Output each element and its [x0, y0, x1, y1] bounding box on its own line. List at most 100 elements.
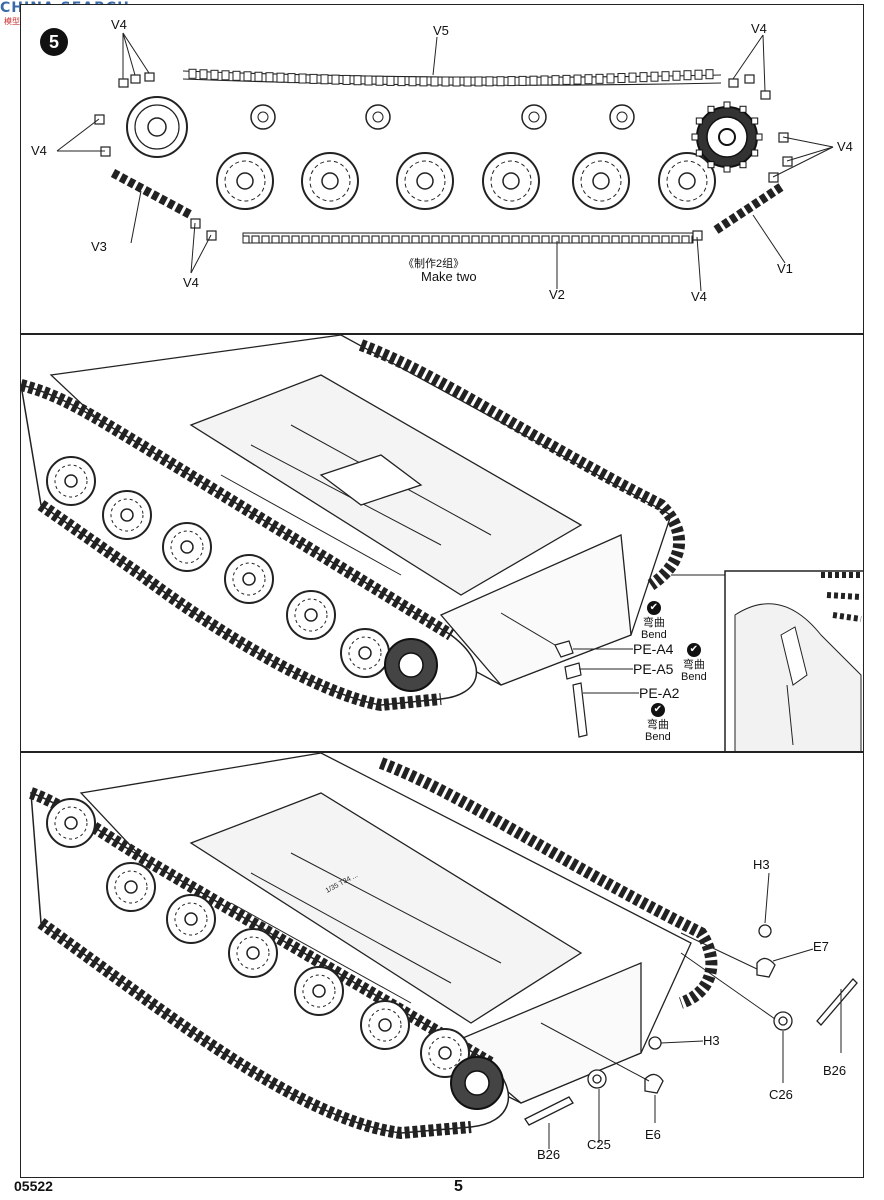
track-link — [364, 75, 373, 86]
track-link — [595, 73, 604, 84]
hull-tub — [49, 335, 672, 686]
bend-icon: ✔ — [686, 643, 701, 657]
track-link — [606, 73, 615, 84]
label-pe-a4: PE-A4 — [633, 641, 674, 657]
road-wheel-hub — [180, 540, 194, 554]
return-rollers — [250, 104, 635, 130]
track-links-v4 — [94, 72, 793, 241]
track-link — [353, 75, 362, 86]
road-wheel-spokes — [114, 870, 148, 904]
bend-note-a4: ✔ 弯曲 Bend — [641, 601, 667, 641]
road-wheel-spokes — [309, 160, 351, 202]
track-link — [309, 73, 318, 84]
road-wheel-hub — [124, 880, 138, 894]
label-v5: V5 — [433, 23, 449, 38]
track-link — [386, 75, 395, 86]
track-link — [243, 71, 252, 82]
bend-text-en: Bend — [641, 629, 667, 641]
sprocket-tooth — [707, 161, 715, 169]
track-link — [562, 74, 571, 85]
label-v4-top-left: V4 — [111, 17, 127, 32]
road-wheel-spokes — [54, 464, 88, 498]
road-wheel-hub — [678, 172, 696, 190]
sprocket-tooth — [695, 149, 703, 157]
track-link — [375, 75, 384, 86]
track-link — [397, 76, 406, 87]
track-link — [496, 76, 505, 87]
track-link — [474, 76, 483, 87]
leader-lines-panel2 — [500, 612, 639, 694]
track-link — [617, 73, 626, 84]
sprocket-tooth — [691, 133, 699, 141]
leader-lines-panel1 — [56, 32, 834, 292]
bend-note-a5: ✔ 弯曲 Bend — [681, 643, 707, 683]
panel-track-assembly: V5 V4 V4 V4 V4 V3 V4 《制作2组》 Make two V2 … — [20, 4, 864, 334]
label-v4-left: V4 — [31, 143, 47, 158]
track-link — [331, 74, 340, 85]
track-link — [287, 73, 296, 84]
track-link — [452, 76, 461, 87]
road-wheel-hub — [304, 608, 318, 622]
road-wheel-spokes — [368, 1008, 402, 1042]
hull-with-tracks-drawing — [21, 335, 863, 751]
label-b26-right: B26 — [823, 1063, 847, 1078]
label-v1: V1 — [777, 261, 793, 276]
note-make-two-en: Make two — [421, 269, 477, 284]
track-run-v3 — [110, 169, 194, 219]
detail-inset — [671, 570, 863, 751]
road-wheel-hub — [321, 172, 339, 190]
track-link — [430, 76, 439, 87]
label-c26: C26 — [769, 1087, 793, 1102]
road-wheel-spokes — [490, 160, 532, 202]
road-wheel-spokes — [666, 160, 708, 202]
bend-text-cn: 弯曲 — [642, 617, 665, 629]
track-link — [408, 76, 417, 87]
track-link — [661, 71, 670, 82]
road-wheel-spokes — [404, 160, 446, 202]
label-v4-top-right: V4 — [751, 21, 767, 36]
bend-text-cn: 弯曲 — [646, 719, 669, 731]
label-e7: E7 — [813, 939, 829, 954]
track-link — [254, 71, 263, 82]
track-link — [188, 68, 197, 79]
idler-wheel — [126, 96, 188, 158]
road-wheel-spokes — [302, 974, 336, 1008]
sprocket-tooth — [739, 161, 747, 169]
track-link — [584, 74, 593, 85]
track-band-near — [21, 379, 478, 712]
track-link — [672, 70, 681, 81]
road-wheel-hub — [502, 172, 520, 190]
bend-text-cn: 弯曲 — [682, 659, 705, 671]
label-v2: V2 — [549, 287, 565, 302]
track-link — [276, 72, 285, 83]
track-link — [210, 69, 219, 80]
panel-rear-fittings: 1/35 T34 ... H3 E7 B26 C26 H3 E6 C25 B26 — [20, 752, 864, 1178]
photoetch-parts — [554, 640, 588, 738]
track-link — [342, 74, 351, 85]
hull-rear-drawing: 1/35 T34 ... — [28, 753, 858, 1149]
road-wheel-spokes — [110, 498, 144, 532]
track-run-v5 — [182, 68, 722, 87]
road-wheel-hub — [246, 946, 260, 960]
road-wheel-spokes — [170, 530, 204, 564]
sprocket-tooth — [707, 105, 715, 113]
sprocket-tooth — [751, 149, 759, 157]
sprocket-tooth — [739, 105, 747, 113]
leader-lines-panel3 — [540, 872, 842, 1149]
drive-sprocket-assembled — [384, 638, 438, 692]
label-b26-left: B26 — [537, 1147, 561, 1162]
page-number: 5 — [454, 1178, 463, 1195]
track-link — [463, 76, 472, 87]
road-wheel-hub — [592, 172, 610, 190]
track-link — [628, 72, 637, 83]
road-wheel-hub — [236, 172, 254, 190]
label-v4-right: V4 — [837, 139, 853, 154]
road-wheel-spokes — [54, 806, 88, 840]
track-link — [232, 70, 241, 81]
label-pe-a5: PE-A5 — [633, 661, 674, 677]
kit-code: 05522 — [14, 1178, 53, 1194]
sprocket-tooth — [723, 165, 731, 173]
track-link — [683, 70, 692, 81]
road-wheel-hub — [120, 508, 134, 522]
